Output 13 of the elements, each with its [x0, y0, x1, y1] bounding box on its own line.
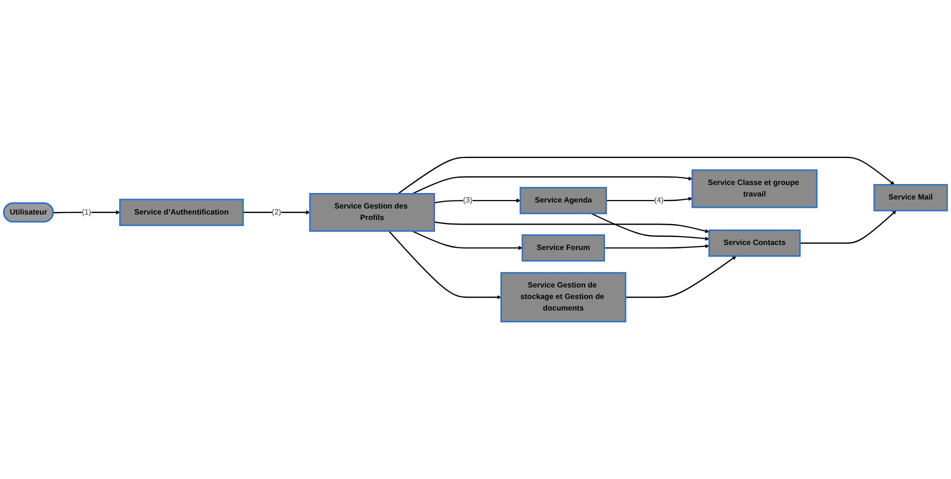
arrow	[434, 221, 710, 234]
arrow	[606, 196, 693, 202]
arrow	[590, 212, 710, 241]
arrow	[412, 176, 693, 194]
arrow	[53, 210, 120, 214]
arrow	[604, 244, 710, 249]
arrow	[388, 230, 502, 300]
arrow	[626, 256, 736, 298]
arrow	[412, 230, 523, 250]
arrow	[398, 156, 895, 194]
arrow	[243, 210, 310, 214]
arrow	[434, 198, 521, 204]
arrow	[800, 210, 896, 244]
